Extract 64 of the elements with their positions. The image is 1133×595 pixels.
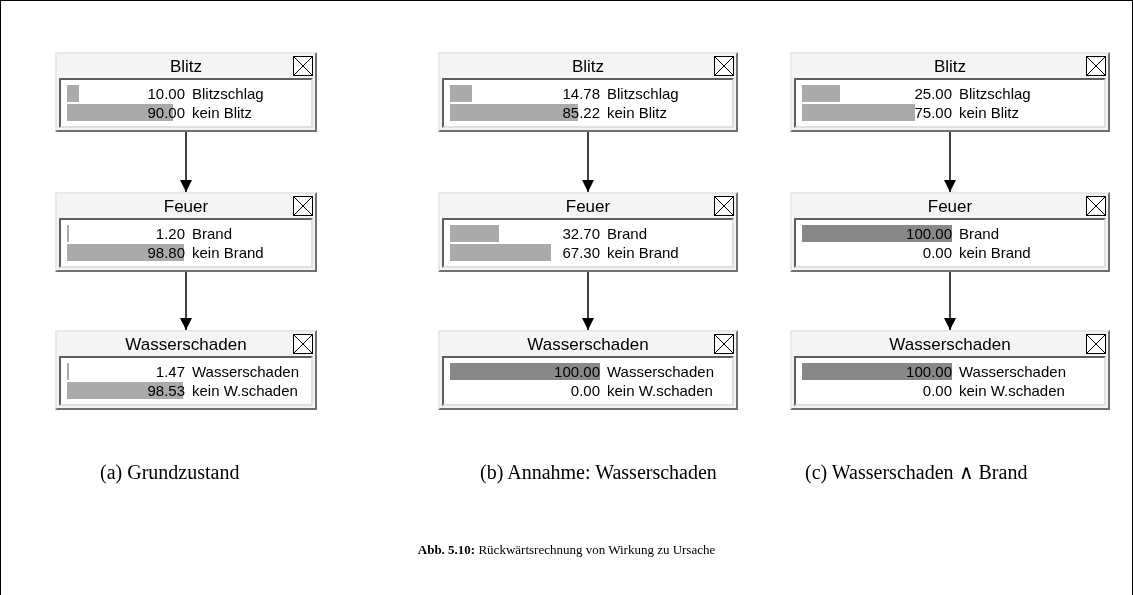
state-label: kein Brand	[959, 245, 1031, 260]
probability-value: 25.00	[914, 86, 952, 101]
node-window	[55, 330, 317, 410]
state-label: Blitzschlag	[959, 86, 1031, 101]
probability-value: 1.47	[155, 364, 185, 379]
probability-value: 0.00	[922, 245, 952, 260]
probability-value: 100.00	[906, 226, 952, 241]
node-title: Feuer	[163, 197, 209, 215]
state-label: kein Brand	[607, 245, 679, 260]
figure-caption: Abb. 5.10: Rückwärtsrechnung von Wirkung zu Ursache	[417, 541, 716, 559]
node-window	[438, 192, 738, 272]
state-label: Wasserschaden	[959, 364, 1066, 379]
state-label: Brand	[192, 226, 233, 241]
node-window	[438, 330, 738, 410]
arrow	[582, 271, 594, 331]
node-title: Blitz	[933, 57, 967, 75]
probability-value: 85.22	[562, 105, 600, 120]
state-label: Blitzschlag	[192, 86, 264, 101]
probability-value: 100.00	[906, 364, 952, 379]
node-title: Wasserschaden	[125, 335, 247, 353]
state-label: kein Blitz	[959, 105, 1020, 120]
state-label: kein Blitz	[192, 105, 253, 120]
node-title: Wasserschaden	[889, 335, 1011, 353]
node-title: Blitz	[571, 57, 605, 75]
probability-value: 67.30	[562, 245, 600, 260]
arrow	[180, 131, 192, 193]
probability-value: 90.00	[147, 105, 185, 120]
node-title: Feuer	[927, 197, 973, 215]
state-label: Brand	[959, 226, 1000, 241]
probability-value: 98.80	[147, 245, 185, 260]
state-label: Blitzschlag	[607, 86, 679, 101]
probability-value: 75.00	[914, 105, 952, 120]
subfigure-caption: (b) Annahme: Wasserschaden	[480, 461, 717, 483]
probability-value: 0.00	[570, 383, 600, 398]
node-window	[790, 52, 1110, 132]
state-label: kein W.schaden	[192, 383, 298, 398]
arrow	[180, 271, 192, 331]
node-window	[790, 330, 1110, 410]
probability-value: 32.70	[562, 226, 600, 241]
probability-value: 98.53	[147, 383, 185, 398]
subfigure-caption: (a) Grundzustand	[100, 461, 240, 483]
node-title: Wasserschaden	[527, 335, 649, 353]
probability-value: 100.00	[554, 364, 600, 379]
arrow	[944, 271, 956, 331]
state-label: Brand	[607, 226, 648, 241]
probability-value: 14.78	[562, 86, 600, 101]
probability-value: 0.00	[922, 383, 952, 398]
subfigure-caption: (c) Wasserschaden ∧ Brand	[805, 461, 1028, 483]
state-label: kein W.schaden	[607, 383, 713, 398]
node-title: Feuer	[565, 197, 611, 215]
probability-value: 1.20	[155, 226, 185, 241]
state-label: kein W.schaden	[959, 383, 1065, 398]
node-window	[790, 192, 1110, 272]
state-label: kein Blitz	[607, 105, 668, 120]
node-title: Blitz	[169, 57, 203, 75]
arrow	[582, 131, 594, 193]
state-label: Wasserschaden	[192, 364, 299, 379]
node-window	[55, 52, 317, 132]
node-window	[55, 192, 317, 272]
state-label: kein Brand	[192, 245, 264, 260]
arrow	[944, 131, 956, 193]
state-label: Wasserschaden	[607, 364, 714, 379]
probability-value: 10.00	[147, 86, 185, 101]
node-window	[438, 52, 738, 132]
